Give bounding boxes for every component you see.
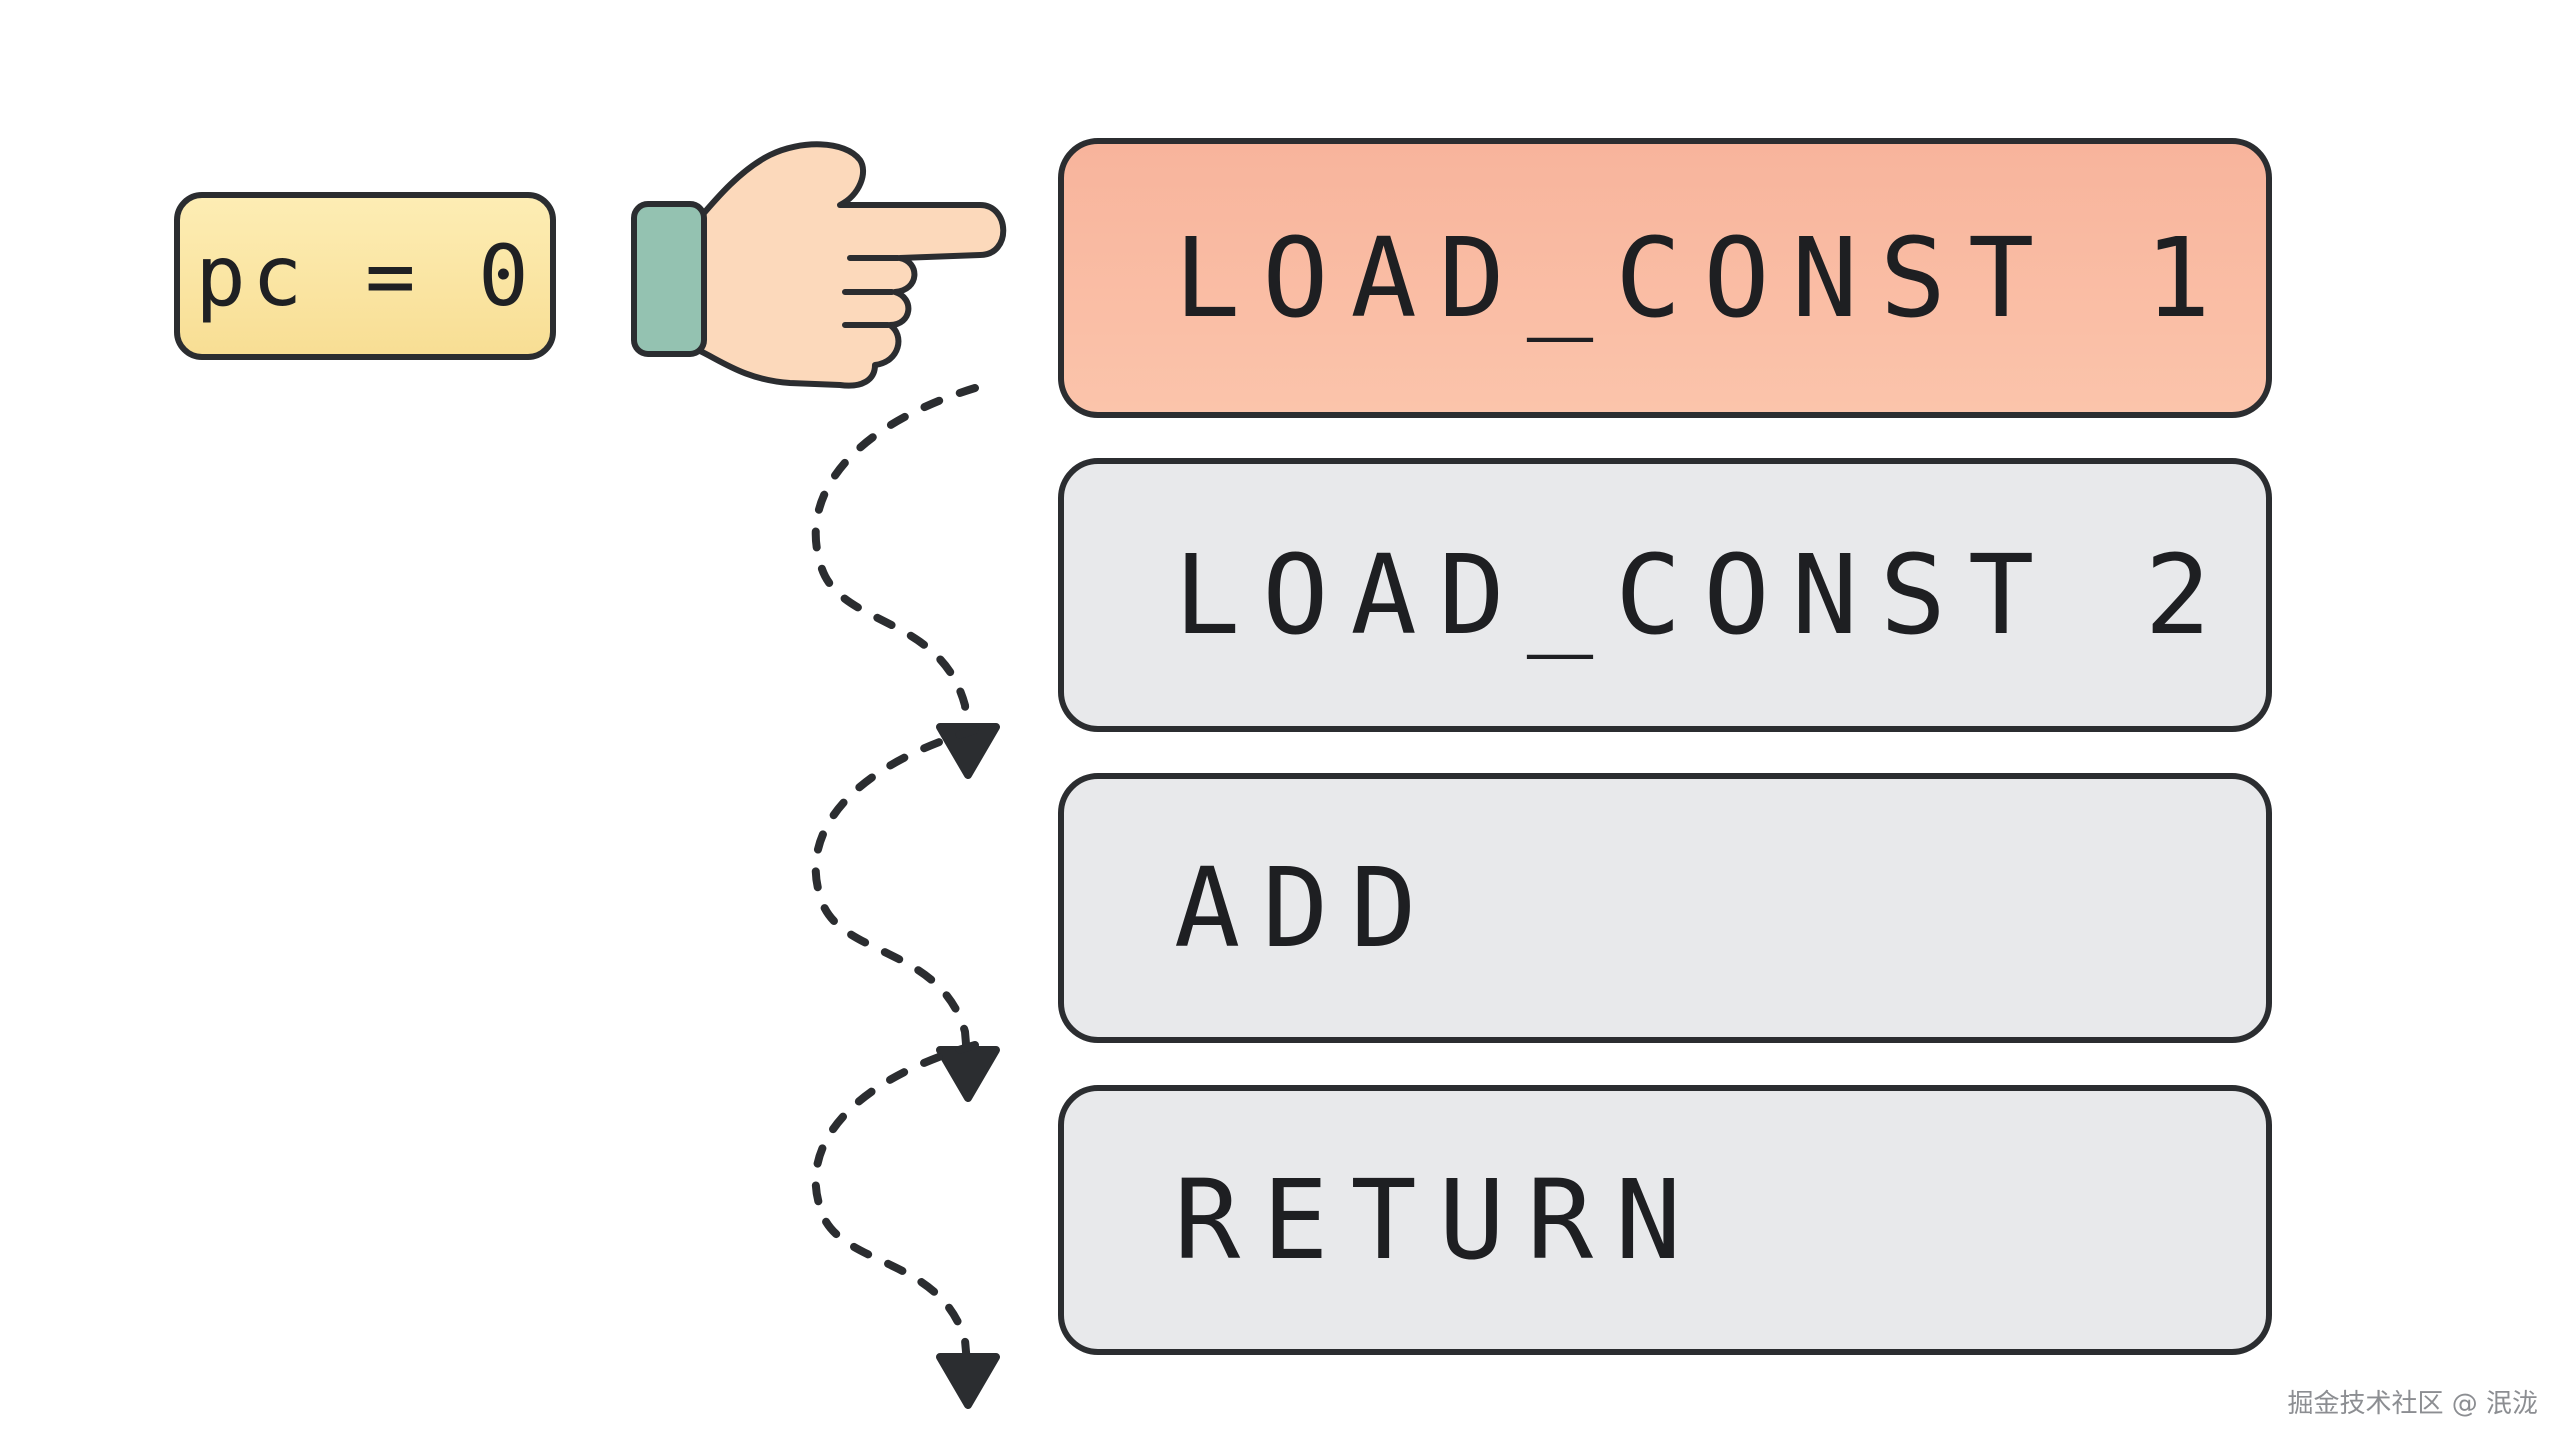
flow-arrow-head-2 xyxy=(936,1046,1000,1102)
watermark: 掘金技术社区 @ 泯泷 xyxy=(2287,1389,2538,1419)
instruction-load-const-2: LOAD_CONST 2 xyxy=(1058,458,2272,732)
flow-arrow-head-1 xyxy=(936,723,1000,779)
flow-arrow-2 xyxy=(811,726,979,1072)
instruction-add: ADD xyxy=(1058,773,2272,1043)
flow-arrow-head-3 xyxy=(936,1353,1000,1409)
flow-arrows xyxy=(811,384,1000,1409)
pointing-hand-icon xyxy=(631,141,1007,389)
program-counter-box: pc = 0 xyxy=(174,192,556,360)
instruction-load-const-1: LOAD_CONST 1 xyxy=(1058,138,2272,418)
flow-arrow-1 xyxy=(811,384,979,749)
flow-arrow-3 xyxy=(811,1041,979,1379)
instruction-return: RETURN xyxy=(1058,1085,2272,1355)
